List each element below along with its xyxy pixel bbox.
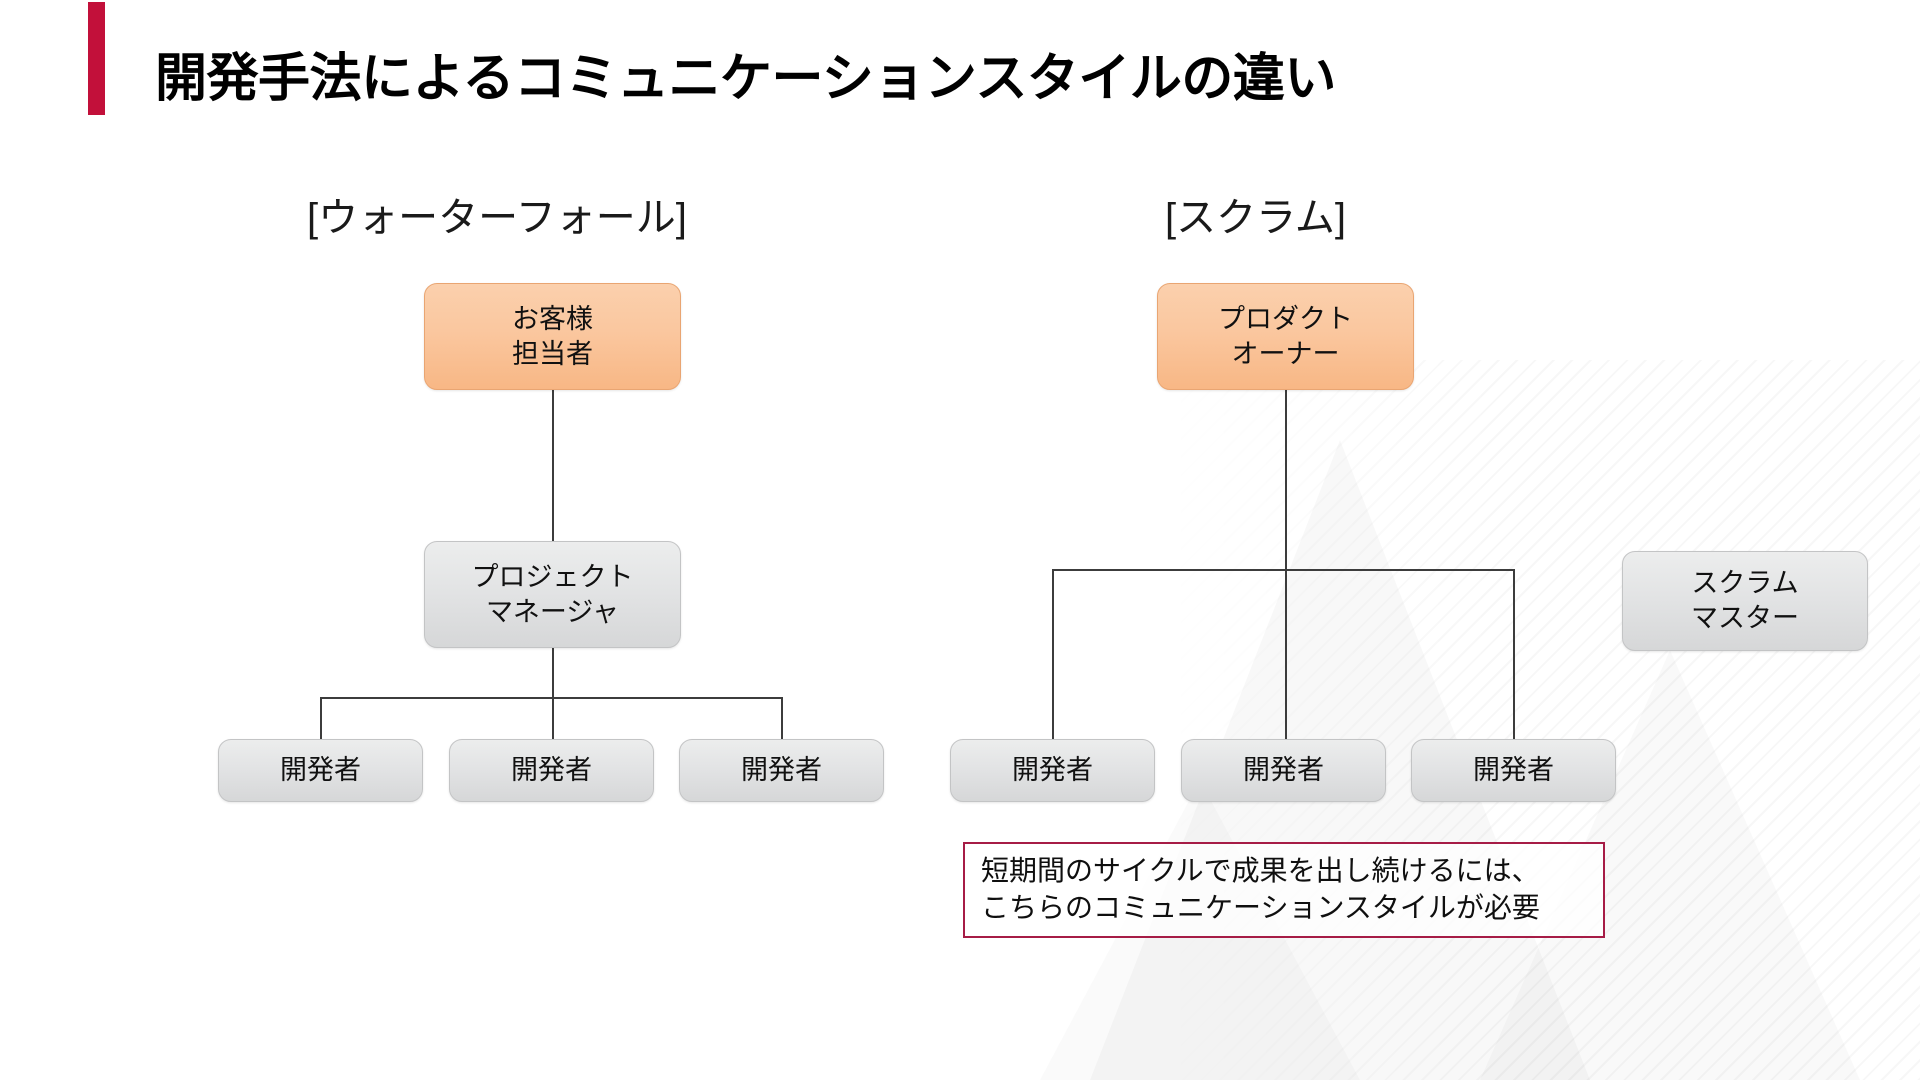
node-scrum-developer-1[interactable]: 開発者 bbox=[950, 739, 1155, 802]
node-label: 開発者 bbox=[511, 755, 592, 786]
node-label-line2: オーナー bbox=[1231, 338, 1340, 369]
connector-waterfall-root-to-pm bbox=[552, 390, 554, 541]
connector-scrum-drop-3 bbox=[1513, 569, 1515, 739]
connector-scrum-bus bbox=[1052, 569, 1514, 571]
connector-waterfall-drop-2 bbox=[552, 697, 554, 739]
node-label: 開発者 bbox=[1012, 755, 1093, 786]
connector-scrum-drop-1 bbox=[1052, 569, 1054, 739]
connector-scrum-root-stem bbox=[1285, 390, 1287, 570]
node-label: 開発者 bbox=[1473, 755, 1554, 786]
callout-line-2: こちらのコミュニケーションスタイルが必要 bbox=[981, 891, 1540, 923]
connector-waterfall-bus bbox=[320, 697, 782, 699]
node-waterfall-customer[interactable]: お客様 担当者 bbox=[424, 283, 681, 390]
node-scrum-product-owner[interactable]: プロダクト オーナー bbox=[1157, 283, 1414, 390]
section-heading-waterfall: [ウォーターフォール] bbox=[307, 196, 687, 240]
connector-waterfall-pm-stem bbox=[552, 648, 554, 698]
node-label-line1: プロジェクト bbox=[471, 561, 634, 592]
connector-waterfall-drop-1 bbox=[320, 697, 322, 739]
title-accent-bar bbox=[88, 2, 105, 115]
connector-scrum-drop-2 bbox=[1285, 569, 1287, 739]
connector-waterfall-drop-3 bbox=[781, 697, 783, 739]
node-scrum-master[interactable]: スクラム マスター bbox=[1622, 551, 1868, 651]
node-waterfall-developer-3[interactable]: 開発者 bbox=[679, 739, 884, 802]
node-scrum-developer-3[interactable]: 開発者 bbox=[1411, 739, 1616, 802]
node-label-line2: マスター bbox=[1691, 603, 1799, 633]
node-label-line1: スクラム bbox=[1691, 568, 1799, 599]
node-waterfall-project-manager[interactable]: プロジェクト マネージャ bbox=[424, 541, 681, 648]
node-label-line2: 担当者 bbox=[512, 338, 593, 369]
callout-line-1: 短期間のサイクルで成果を出し続けるには、 bbox=[981, 855, 1540, 886]
callout-box: 短期間のサイクルで成果を出し続けるには、 こちらのコミュニケーションスタイルが必… bbox=[963, 842, 1605, 938]
node-waterfall-developer-2[interactable]: 開発者 bbox=[449, 739, 654, 802]
node-label-line1: お客様 bbox=[512, 303, 593, 334]
page-title: 開発手法によるコミュニケーションスタイルの違い bbox=[155, 50, 1336, 108]
node-label-line2: マネージャ bbox=[485, 596, 620, 627]
node-label-line1: プロダクト bbox=[1218, 303, 1353, 334]
node-waterfall-developer-1[interactable]: 開発者 bbox=[218, 739, 423, 802]
node-label: 開発者 bbox=[741, 755, 822, 786]
node-scrum-developer-2[interactable]: 開発者 bbox=[1181, 739, 1386, 802]
node-label: 開発者 bbox=[280, 755, 361, 786]
node-label: 開発者 bbox=[1243, 755, 1324, 786]
section-heading-scrum: [スクラム] bbox=[1165, 196, 1347, 240]
